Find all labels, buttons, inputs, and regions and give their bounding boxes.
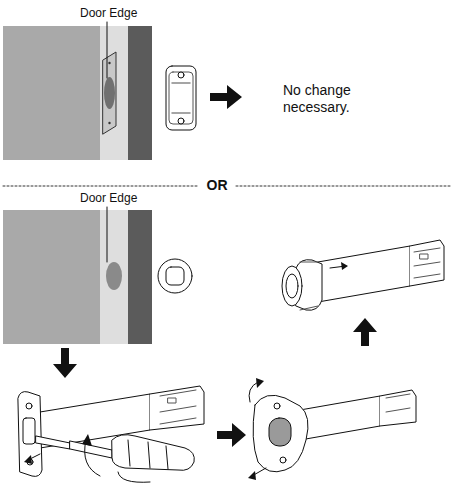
faceplate (166, 66, 196, 130)
flow-arrow-part (210, 85, 242, 109)
latch-collar-part (414, 248, 440, 278)
door-top-part (108, 122, 110, 124)
latch-faceplate-part (300, 396, 380, 440)
latch-screwdriver-part (36, 436, 70, 449)
faceplate-part (169, 72, 193, 124)
faceplate-part (166, 66, 196, 130)
door-top-part (100, 26, 128, 160)
latch-screwdriver-part (118, 472, 150, 482)
latch-screwdriver-part (23, 418, 35, 444)
door-bottom-part (106, 262, 122, 290)
flow-arrow-part (217, 423, 246, 447)
faceplate-part (178, 118, 184, 124)
latch-collar-part (341, 262, 348, 270)
latch-collar-part (286, 274, 298, 298)
divider-line-part (3, 186, 198, 187)
leader-label: Door Edge (80, 191, 170, 205)
faceplate-part (172, 112, 190, 114)
latch-faceplate-part (380, 390, 416, 426)
door-bottom-part (107, 207, 108, 262)
leader-label: Door Edge (80, 6, 170, 20)
latch-screwdriver-part (160, 390, 196, 424)
latch-screwdriver-part (128, 440, 168, 469)
flow-arrow (210, 85, 242, 109)
door-top-part (128, 26, 152, 160)
faceplate-part (172, 82, 190, 84)
note-text: No change necessary. (283, 82, 393, 116)
latch-collar-part (282, 266, 302, 306)
door-top-part (104, 77, 115, 109)
latch-faceplate (248, 378, 416, 480)
latch-collar-part (318, 246, 410, 302)
latch-faceplate-part (256, 378, 264, 388)
door-top-part (108, 62, 110, 64)
latch-screwdriver-part (82, 434, 92, 446)
latch-faceplate-part (249, 382, 258, 402)
latch-faceplate-part (386, 394, 410, 412)
separator-text: OR (200, 177, 234, 194)
flow-arrow-part (353, 318, 377, 346)
door-top (3, 22, 152, 160)
latch-screwdriver-part (168, 398, 176, 403)
latch-collar-part (420, 254, 428, 259)
latch-faceplate-part (248, 471, 256, 480)
latch-screwdriver-part (150, 386, 204, 430)
door-bottom-part (3, 210, 100, 344)
flow-arrow-part (53, 348, 77, 378)
door-top-part (3, 26, 100, 160)
faceplate-part (178, 72, 184, 78)
latch-screwdriver (18, 386, 204, 482)
latch-screwdriver-part (26, 403, 32, 409)
door-top-part (103, 52, 116, 134)
latch-collar-part (300, 262, 318, 310)
latch-screwdriver-part (18, 392, 42, 477)
door-bottom (3, 207, 152, 344)
latch-faceplate-part (274, 403, 280, 409)
latch-faceplate-part (280, 457, 286, 463)
door-bottom-part (100, 210, 128, 344)
latch-collar (282, 240, 444, 310)
latch-screwdriver-part (24, 455, 32, 464)
round-collar (158, 259, 192, 293)
round-collar-part (158, 259, 192, 293)
latch-collar-part (410, 240, 444, 286)
door-bottom-part (128, 210, 152, 344)
door-top-part (107, 22, 108, 78)
latch-screwdriver-part (85, 440, 100, 476)
latch-screwdriver-part (112, 435, 194, 471)
round-collar-part (166, 267, 184, 285)
latch-faceplate-part (269, 418, 291, 446)
latch-faceplate-part (253, 395, 308, 472)
divider-line-part (236, 186, 450, 187)
